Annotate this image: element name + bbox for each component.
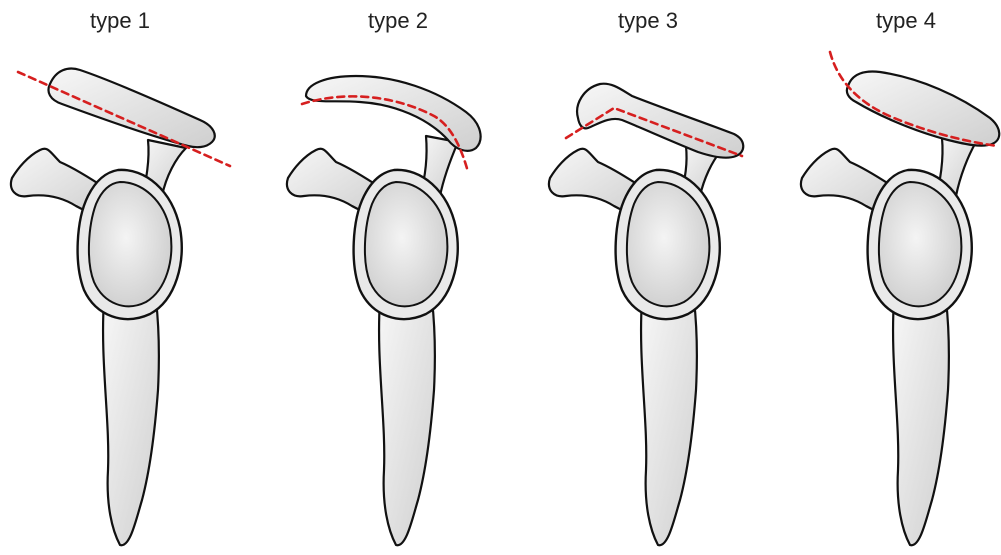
acromion [847, 72, 999, 146]
scapula-panel-2 [287, 76, 481, 545]
scapula-blade [641, 300, 697, 545]
acromion [49, 69, 215, 148]
scapula-blade [379, 300, 435, 545]
scapula-blade [893, 300, 949, 545]
scapula-panel-3 [549, 84, 743, 546]
scapula-panel-1 [11, 69, 230, 546]
scapula-panel-4 [801, 52, 999, 545]
scapula-blade [103, 300, 159, 545]
